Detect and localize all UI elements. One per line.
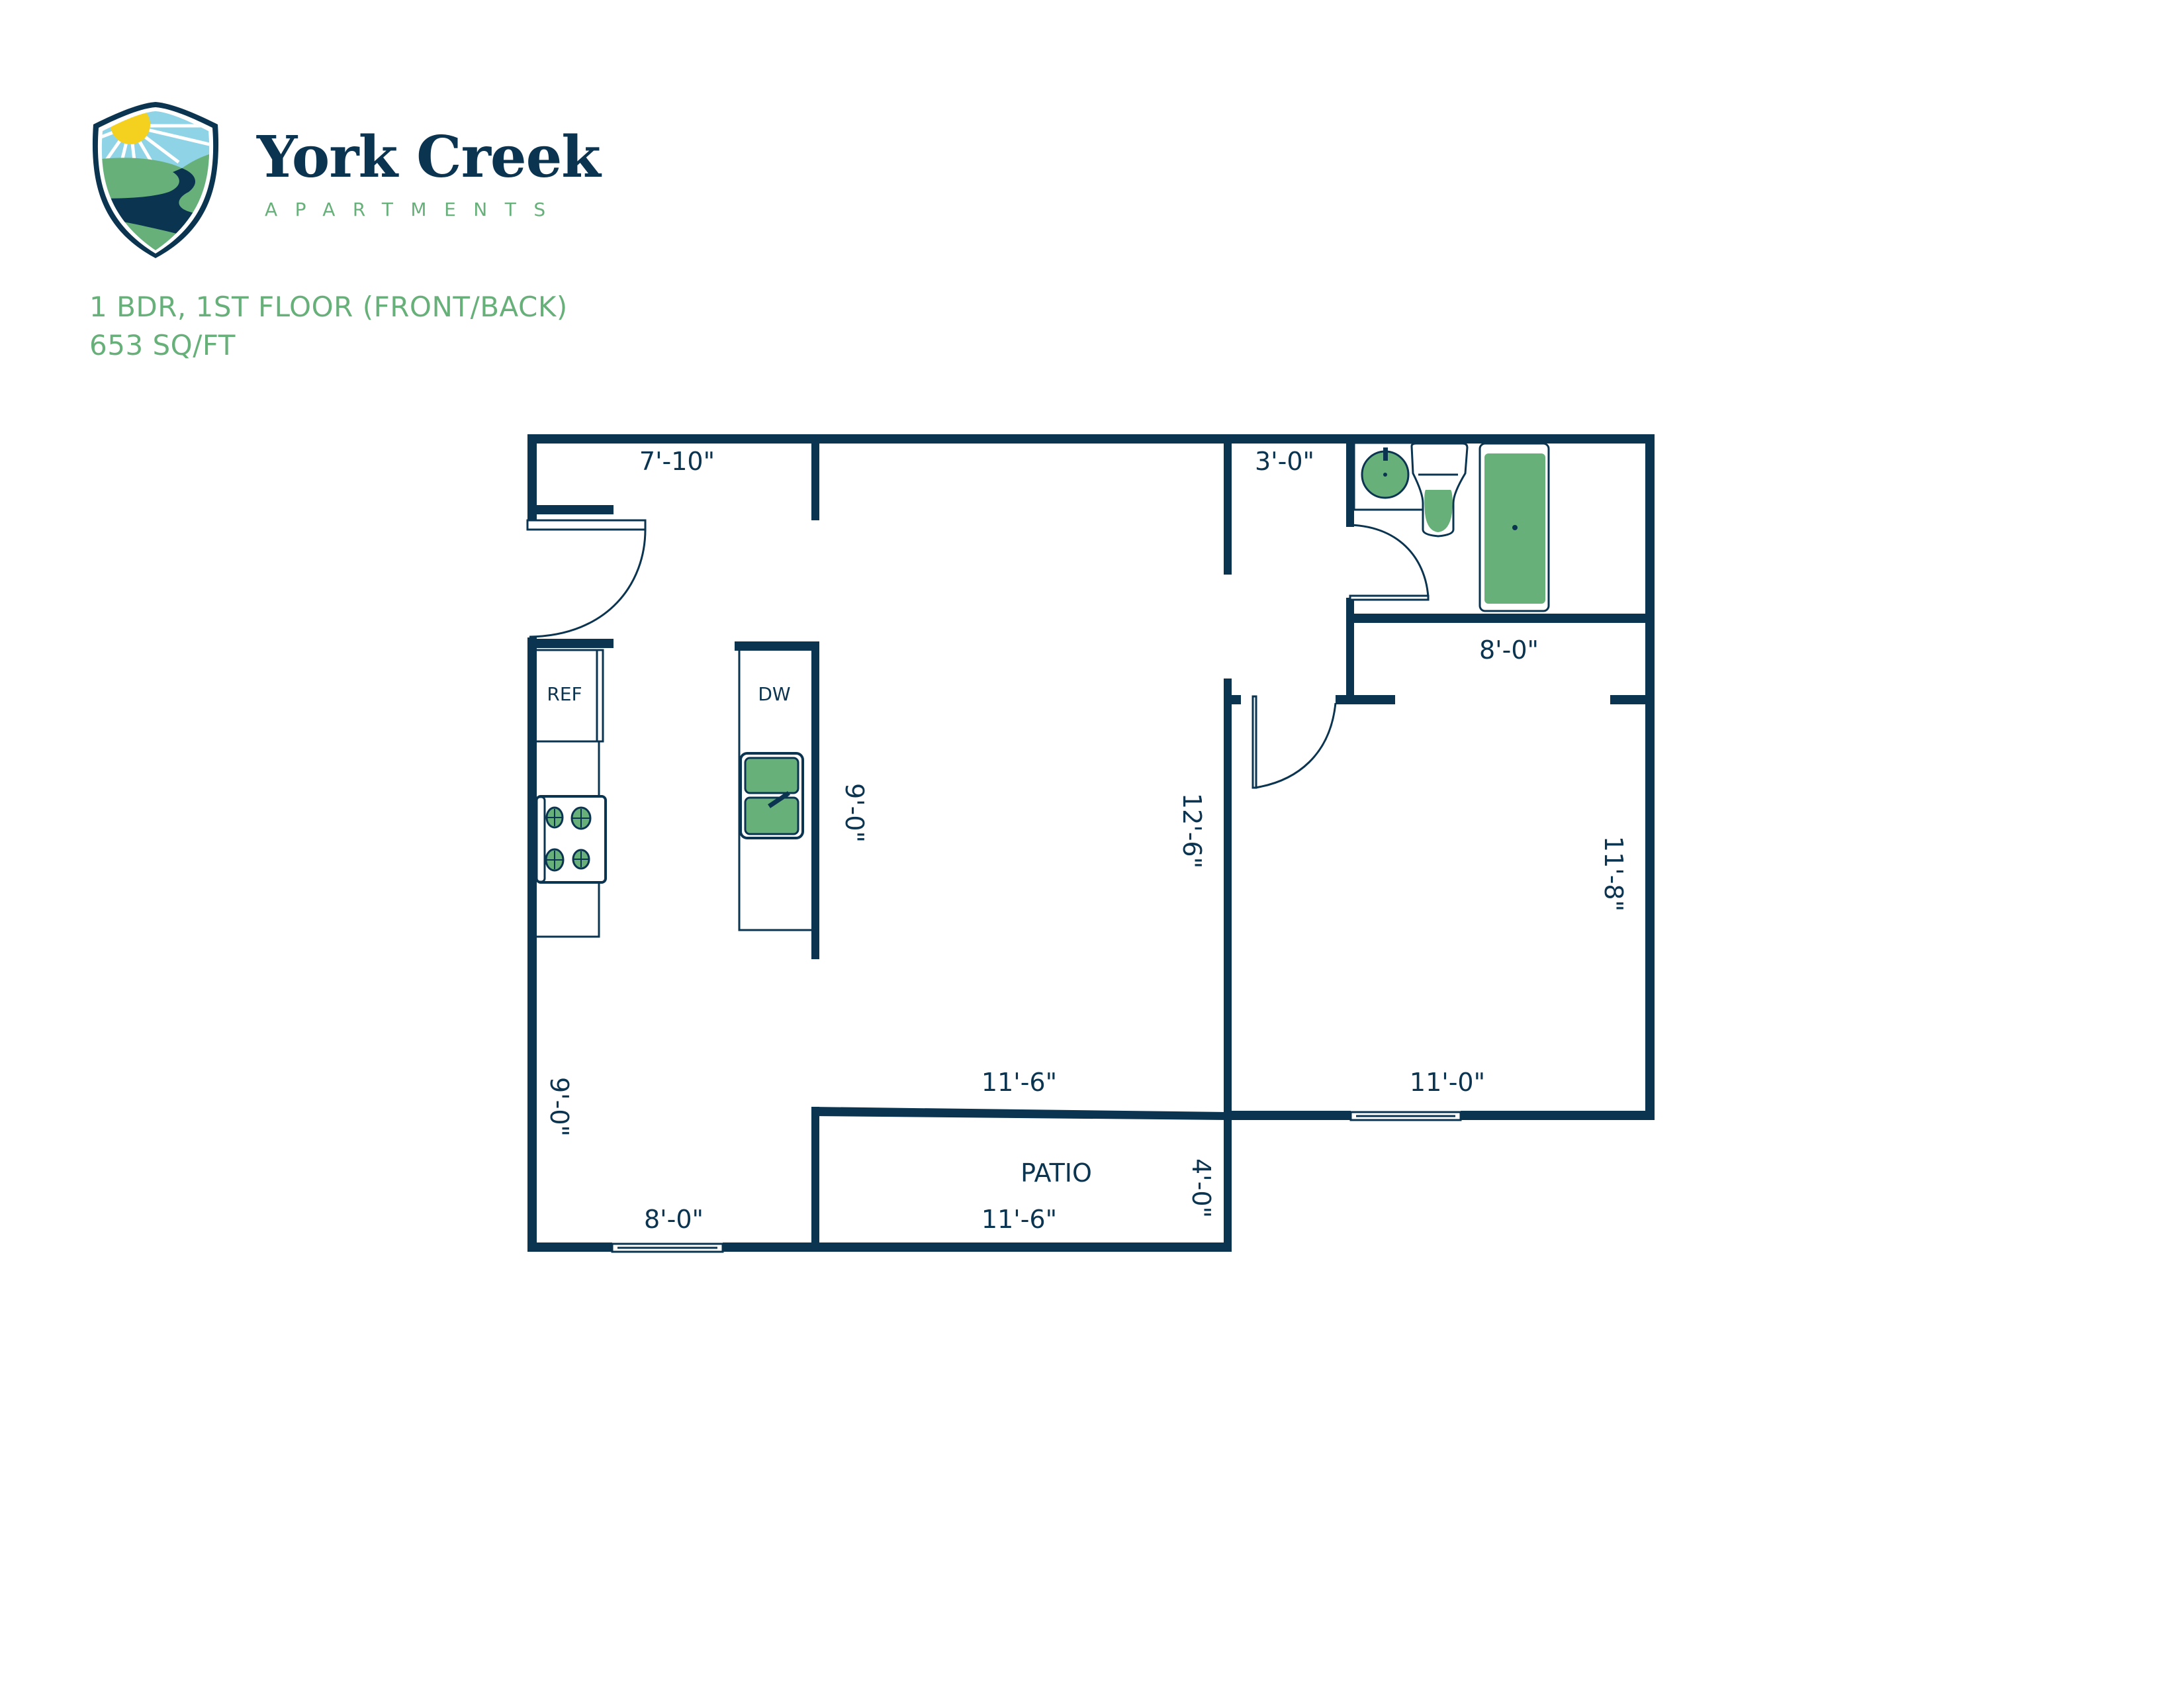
kitchen-sink <box>739 752 804 839</box>
dim-bedroom-length: 11'-8" <box>1599 836 1628 912</box>
dim-patio-width: 11'-6" <box>981 1205 1057 1234</box>
dim-bedroom-closet-width: 8'-0" <box>1479 635 1539 665</box>
dim-entry-width: 7'-10" <box>639 447 715 476</box>
dim-kitchen-length: 9'-0" <box>840 783 869 843</box>
unit-size: 653 SQ/FT <box>89 329 236 361</box>
walls <box>527 434 1655 1252</box>
dim-patio-depth: 4'-0" <box>1187 1158 1216 1218</box>
bedroom-door <box>1251 695 1337 789</box>
dim-dining-width: 8'-0" <box>644 1205 704 1234</box>
brand-name: York Creek <box>257 124 601 191</box>
entry-door <box>526 519 647 638</box>
dim-bath-hall-width: 3'-0" <box>1255 447 1314 476</box>
stove <box>535 795 607 884</box>
patio-label: PATIO <box>1021 1158 1092 1188</box>
dim-bedroom-width: 11'-0" <box>1410 1068 1485 1097</box>
dim-living-width: 11'-6" <box>981 1068 1057 1097</box>
dishwasher-label: DW <box>758 683 790 705</box>
refrigerator-label: REF <box>547 683 582 705</box>
brand-subtitle: APARTMENTS <box>265 199 563 220</box>
dim-dining-length: 9'-0" <box>545 1077 574 1137</box>
bath-door <box>1349 524 1430 601</box>
dim-living-length: 12'-6" <box>1177 793 1206 868</box>
toilet <box>1410 442 1469 538</box>
bathtub <box>1479 442 1550 612</box>
window-bedroom <box>1349 1111 1462 1121</box>
unit-title: 1 BDR, 1ST FLOOR (FRONT/BACK) <box>89 291 568 323</box>
shield-landscape-icon <box>92 102 219 258</box>
window-dining <box>611 1243 724 1253</box>
